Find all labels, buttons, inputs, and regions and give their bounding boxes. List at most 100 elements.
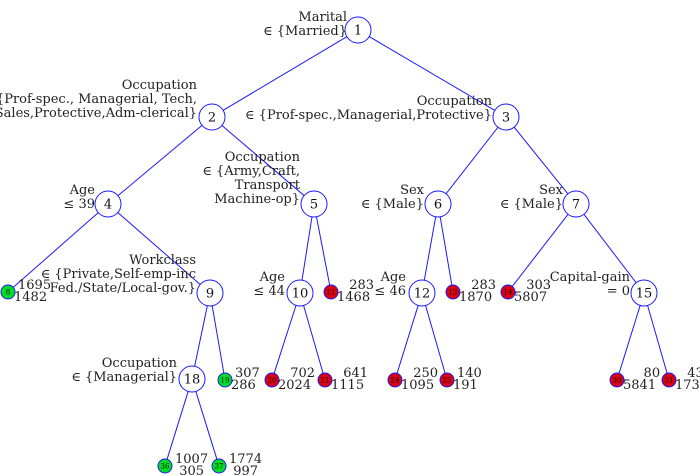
leaf-count-bottom: 286 <box>231 378 256 393</box>
edge-3-6 <box>445 126 499 195</box>
leaf-id: 13 <box>449 289 458 297</box>
leaf-count-bottom: 2024 <box>278 378 311 393</box>
node-label-line: Capital-gain <box>550 270 631 285</box>
leaf-count-bottom: 1095 <box>401 378 434 393</box>
node-id: 2 <box>208 111 216 126</box>
node-label-line: ∈ {Prof-spec.,Managerial,Protective} <box>245 108 492 123</box>
leaf-count-bottom: 191 <box>453 378 478 393</box>
edge-12-24 <box>396 305 419 374</box>
edge-7-14 <box>511 213 569 287</box>
leaf-count-bottom: 173 <box>675 378 700 393</box>
node-circle <box>630 279 658 307</box>
edge-10-20 <box>273 305 297 374</box>
node-circle <box>94 190 122 218</box>
leaf-count-top: 140 <box>457 366 482 381</box>
leaf-id: 30 <box>613 377 622 385</box>
node-id: 9 <box>206 287 214 302</box>
node-label-line: Occupation <box>102 356 178 371</box>
leaf-circle <box>387 372 403 388</box>
node-id: 7 <box>572 198 580 213</box>
node-circle <box>424 190 452 218</box>
leaf-count-top: 1007 <box>175 452 208 467</box>
node-label-line: = 0 <box>607 284 630 299</box>
node-circle <box>178 365 206 393</box>
leaf-count-top: 43 <box>687 366 700 381</box>
node-id: 1 <box>354 24 362 39</box>
leaf-id: 21 <box>321 377 330 385</box>
leaf-id: 37 <box>215 463 224 471</box>
node-label-line: Occupation <box>225 150 301 165</box>
leaf-count-top: 641 <box>343 366 368 381</box>
node-circle <box>198 103 226 131</box>
leaf-count-top: 1774 <box>229 452 262 467</box>
edge-18-37 <box>195 391 218 460</box>
edge-4-9 <box>117 212 201 285</box>
edge-2-5 <box>221 125 305 196</box>
edge-10-21 <box>303 305 324 374</box>
node-circle <box>286 279 314 307</box>
leaf-circle <box>317 372 333 388</box>
node-label-line: Occupation <box>122 78 198 93</box>
edge-4-8 <box>12 212 99 288</box>
leaf-id: 20 <box>268 377 277 385</box>
node-label-line: Age <box>380 270 407 285</box>
node-circle <box>300 190 328 218</box>
node-label-line: Age <box>259 270 286 285</box>
leaf-count-bottom: 997 <box>233 464 258 476</box>
node-id: 18 <box>184 373 201 388</box>
leaf-id: 36 <box>161 463 170 471</box>
node-label-line: ∈ {Managerial} <box>71 370 177 385</box>
leaf-count-top: 1695 <box>18 278 51 293</box>
leaf-count-bottom: 1482 <box>14 290 47 305</box>
edge-1-2 <box>222 36 348 111</box>
leaf-circle <box>609 372 625 388</box>
leaf-circle <box>157 458 173 474</box>
node-label-line: Machine-op} <box>214 192 300 207</box>
leaf-count-top: 303 <box>526 278 551 293</box>
leaf-id: 24 <box>391 377 400 385</box>
leaf-count-top: 702 <box>290 366 315 381</box>
edge-9-19 <box>211 305 225 374</box>
leaf-count-bottom: 1115 <box>331 378 364 393</box>
leaf-id: 11 <box>327 289 336 297</box>
node-label-line: ∈ {Male} <box>500 197 563 212</box>
leaf-circle <box>661 372 677 388</box>
leaf-id: 8 <box>6 289 10 297</box>
leaf-count-top: 283 <box>349 278 374 293</box>
node-label-line: ≤ 39 <box>63 197 95 212</box>
node-label-line: Age <box>69 183 96 198</box>
leaf-circle <box>211 458 227 474</box>
split-node-18: 18 Occupation∈ {Managerial} <box>71 356 206 393</box>
node-id: 4 <box>104 198 112 213</box>
edge-15-30 <box>618 305 641 374</box>
edge-9-18 <box>194 305 208 367</box>
node-label-line: ∈ {Army,Craft, <box>202 164 300 179</box>
node-circle <box>562 190 590 218</box>
leaf-count-top: 250 <box>413 366 438 381</box>
node-id: 3 <box>502 111 510 126</box>
leaf-id: 25 <box>443 377 452 385</box>
leaf-circle <box>217 372 233 388</box>
leaf-circle <box>264 372 280 388</box>
node-label-line: ≤ 44 <box>253 284 285 299</box>
leaf-count-bottom: 305 <box>179 464 204 476</box>
leaf-count-top: 307 <box>235 366 260 381</box>
